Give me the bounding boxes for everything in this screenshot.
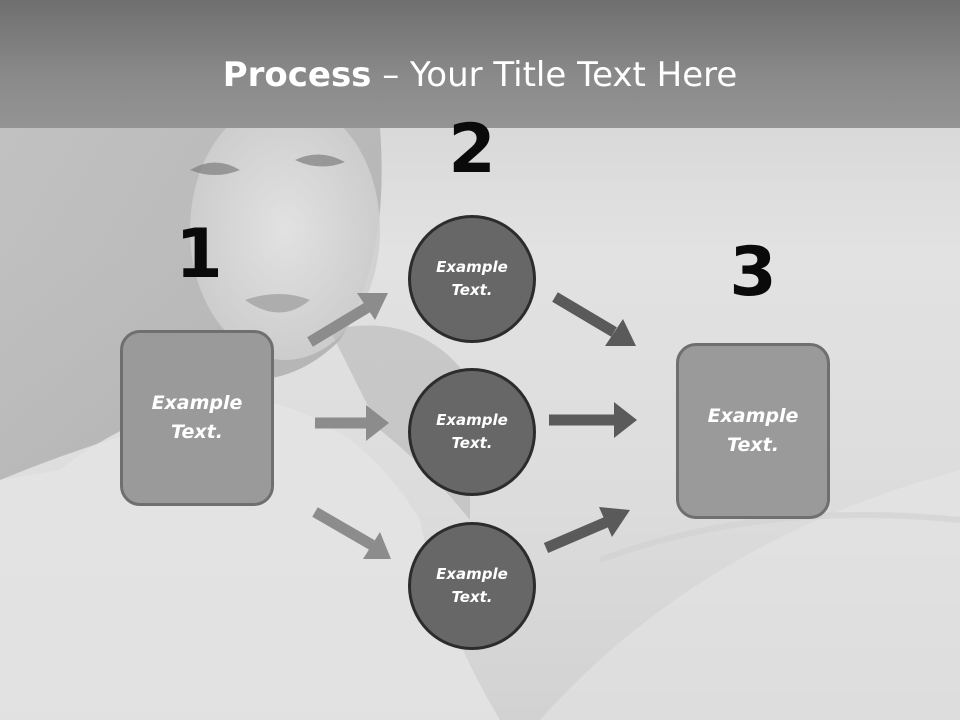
- arrow-middle-to-3: [549, 402, 637, 438]
- title-bold: Process: [222, 55, 372, 95]
- arrow-bottom-to-3: [543, 507, 630, 554]
- step-2-circle-bottom-text: Example Text.: [436, 565, 508, 606]
- step-number-2: 2: [448, 110, 496, 189]
- step-number-3: 3: [729, 233, 777, 312]
- step-2-circle-middle-text: Example Text.: [436, 411, 508, 452]
- step-2-circle-bottom: Example Text.: [408, 522, 536, 650]
- step-2-circle-top-text: Example Text.: [436, 258, 508, 299]
- title-bar: [0, 0, 960, 128]
- step-1-text: Example Text.: [151, 392, 243, 443]
- step-3-text: Example Text.: [707, 405, 799, 456]
- title-rest: – Your Title Text Here: [371, 55, 738, 95]
- step-2-circle-middle: Example Text.: [408, 368, 536, 496]
- step-number-1: 1: [175, 215, 223, 294]
- arrow-1-to-middle: [315, 405, 389, 441]
- step-2-circle-top: Example Text.: [408, 215, 536, 343]
- arrow-1-to-bottom: [312, 507, 391, 559]
- arrow-top-to-3: [552, 292, 636, 346]
- step-3-box: Example Text.: [676, 343, 830, 519]
- step-1-box: Example Text.: [120, 330, 274, 506]
- slide-title: Process – Your Title Text Here: [0, 52, 960, 98]
- arrow-1-to-top: [307, 293, 388, 347]
